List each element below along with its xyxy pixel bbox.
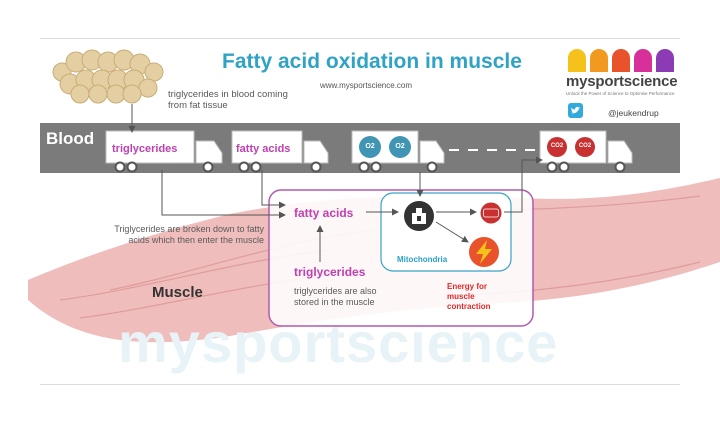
co2-molecule-icon: [480, 202, 502, 224]
co2-label-1: CO2: [550, 143, 564, 149]
truck-triglycerides-label: triglycerides: [112, 143, 178, 155]
top-border-line: [40, 38, 680, 39]
twitter-handle[interactable]: @jeukendrup: [608, 108, 659, 118]
energy-lightning-icon: [469, 237, 499, 267]
brand-logo-petals: [568, 49, 674, 72]
cell-triglycerides-label: triglycerides: [294, 265, 366, 279]
blood-label: Blood: [46, 129, 95, 148]
truck-triglycerides: [105, 130, 223, 173]
muscle-label: Muscle: [152, 284, 203, 301]
truck-fatty-acids-label: fatty acids: [236, 143, 291, 155]
website-url: www.mysportscience.com: [320, 81, 413, 90]
brand-name: mysportscience: [566, 73, 678, 90]
bottom-border-line: [40, 384, 680, 385]
fat-tissue-image: [52, 49, 164, 104]
o2-label-1: O2: [365, 143, 375, 150]
mitochondria-icon: [404, 201, 434, 231]
cell-fatty-acids-label: fatty acids: [294, 206, 354, 220]
o2-label-2: O2: [395, 143, 405, 150]
stored-triglycerides-note: triglycerides are also stored in the mus…: [294, 286, 377, 307]
brand-tagline: Unlock the Power of Science to Optimise …: [566, 91, 675, 96]
truck-oxygen: [351, 130, 445, 173]
energy-note: Energy for muscle contraction: [447, 282, 491, 311]
co2-label-2: CO2: [578, 143, 592, 149]
breakdown-note: Triglycerides are broken down to fatty a…: [114, 224, 264, 245]
truck-fatty-acids: [231, 130, 329, 173]
twitter-bird-icon[interactable]: [568, 103, 583, 118]
mitochondria-label: Mitochondria: [397, 255, 448, 264]
diagram-title: Fatty acid oxidation in muscle: [222, 50, 522, 73]
fat-tissue-note: triglycerides in blood coming from fat t…: [168, 89, 288, 111]
truck-carbon-dioxide: [539, 130, 633, 173]
